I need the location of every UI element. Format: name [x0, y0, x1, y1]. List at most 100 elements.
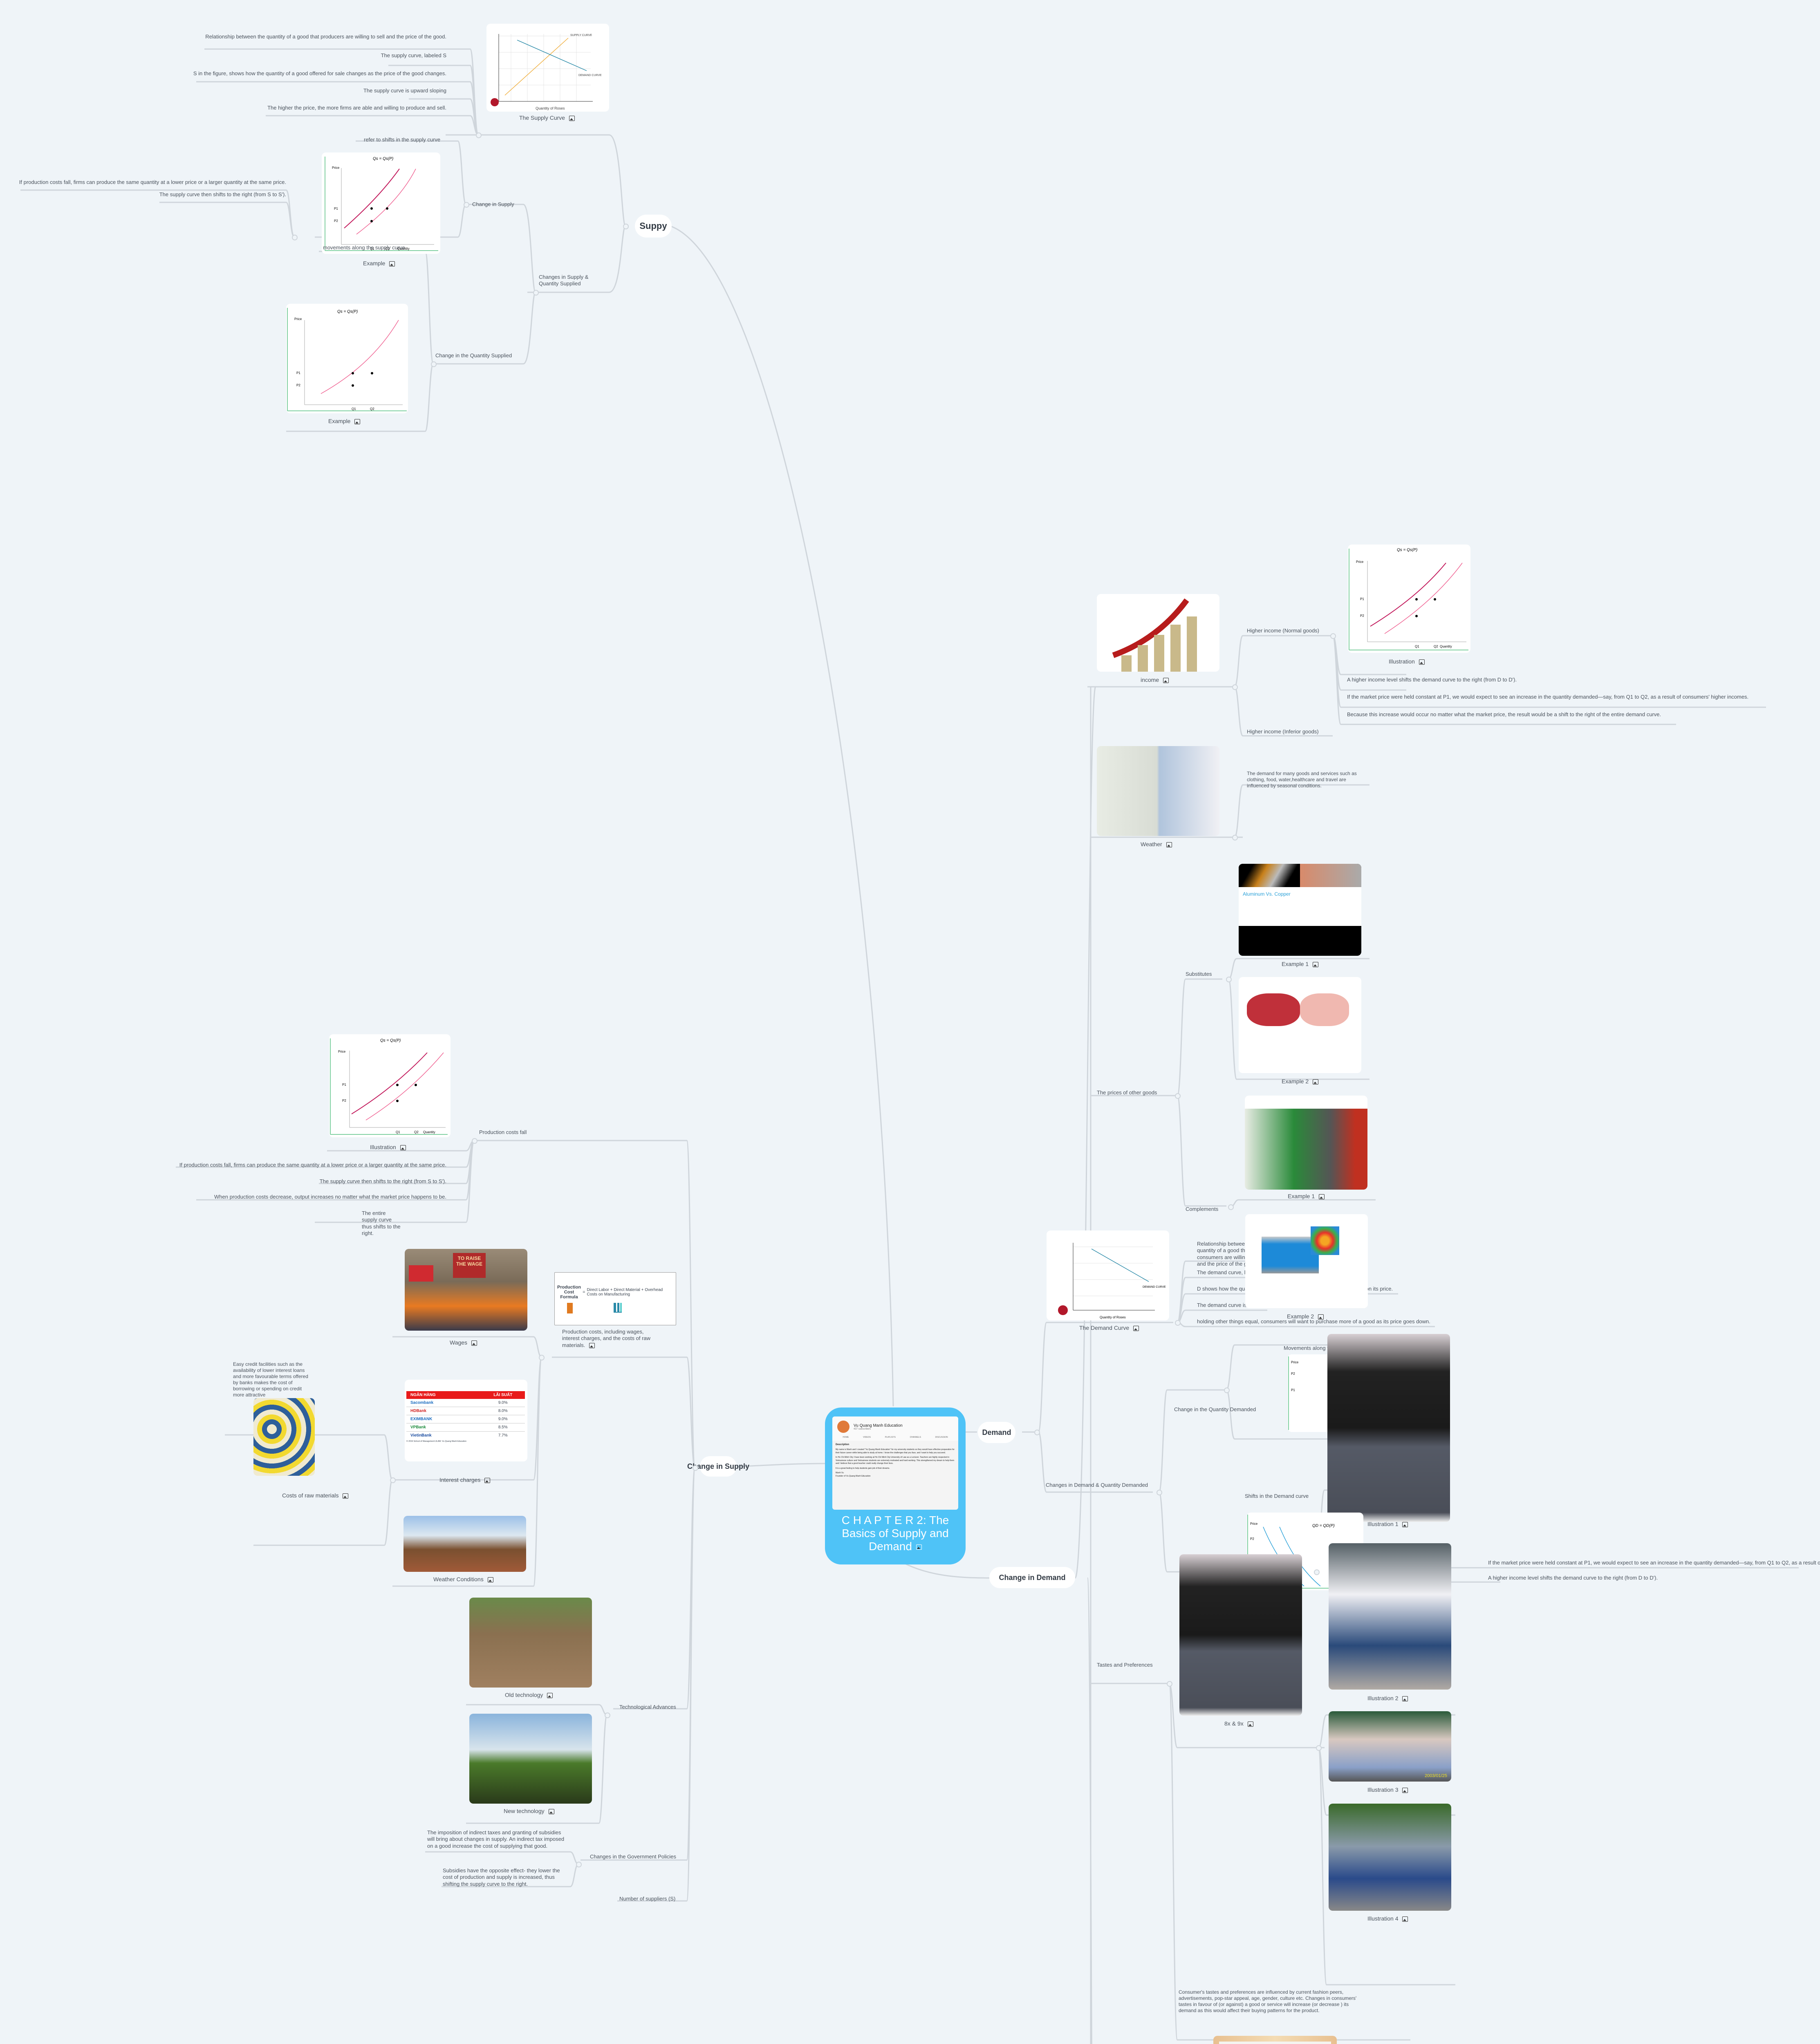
- topic-supply[interactable]: Suppy: [635, 215, 672, 238]
- junction-dot[interactable]: [472, 1138, 477, 1144]
- supply-note: S in the figure, shows how the quantity …: [193, 70, 446, 76]
- caption-sub-example1: Example 1: [1282, 961, 1319, 967]
- svg-text:P1: P1: [1360, 597, 1364, 601]
- image-icon: [1163, 677, 1169, 683]
- description-text: My name is Manh and I created "Vu Quang …: [836, 1448, 955, 1454]
- junction-dot[interactable]: [1157, 1490, 1162, 1495]
- label-tastes-preferences[interactable]: Tastes and Preferences: [1097, 1662, 1153, 1668]
- weather-conditions-photo[interactable]: [403, 1516, 526, 1572]
- junction-dot[interactable]: [390, 1477, 396, 1483]
- supply-curve-chart[interactable]: SUPPLY CURVE DEMAND CURVE Quantity of Ro…: [486, 24, 609, 112]
- wages-photo[interactable]: TO RAISE THE WAGE: [405, 1249, 527, 1331]
- junction-dot[interactable]: [533, 290, 539, 296]
- label-changes-in-demand-qd[interactable]: Changes in Demand & Quantity Demanded: [1046, 1482, 1148, 1488]
- junction-dot[interactable]: [292, 235, 298, 240]
- label-change-in-qs[interactable]: Change in the Quantity Supplied: [435, 352, 512, 359]
- junction-dot[interactable]: [1330, 633, 1336, 639]
- image-icon: [1402, 1522, 1408, 1527]
- image-icon: [589, 1342, 595, 1348]
- label-substitutes[interactable]: Substitutes: [1186, 971, 1212, 977]
- label-number-of-suppliers[interactable]: Number of suppliers (S): [619, 1896, 676, 1902]
- label-change-in-qd[interactable]: Change in the Quantity Demanded: [1174, 1406, 1256, 1412]
- label-technological-advances[interactable]: Technological Advances: [619, 1704, 676, 1710]
- label-government-policies[interactable]: Changes in the Government Policies: [590, 1853, 677, 1860]
- aluminum-vs-copper-text: Aluminum Vs. Copper: [1239, 887, 1361, 926]
- caption-example: Example: [363, 260, 395, 267]
- junction-dot[interactable]: [576, 1862, 582, 1867]
- junction-dot[interactable]: [605, 1712, 610, 1718]
- illustration4-photo[interactable]: [1329, 1804, 1451, 1911]
- image-icon: [547, 1692, 553, 1698]
- junction-dot[interactable]: [623, 224, 629, 229]
- new-technology-photo[interactable]: [469, 1714, 592, 1804]
- weather-photo[interactable]: [1097, 746, 1219, 836]
- junction-dot[interactable]: [1228, 1204, 1234, 1210]
- junction-dot[interactable]: [1316, 1745, 1322, 1751]
- label-shifts-demand[interactable]: Shifts in the Demand curve: [1245, 1493, 1309, 1499]
- image-icon: [1318, 1314, 1324, 1320]
- root-node[interactable]: Vu Quang Manh Education 437 subscribers …: [825, 1407, 966, 1564]
- expectations-image[interactable]: 4. Expectations of Future Price 50 25: [1213, 2036, 1337, 2044]
- caption-old-technology: Old technology: [505, 1692, 553, 1698]
- substitutes-example1-image[interactable]: Aluminum Vs. Copper: [1239, 864, 1361, 956]
- complements-example2-image[interactable]: [1245, 1214, 1368, 1308]
- junction-dot[interactable]: [464, 202, 469, 208]
- topic-demand[interactable]: Demand: [978, 1422, 1015, 1443]
- roses-chart: SUPPLY CURVE DEMAND CURVE Quantity of Ro…: [491, 34, 602, 110]
- production-fall-note: The supply curve then shifts to the righ…: [319, 1178, 446, 1184]
- topic-change-in-supply[interactable]: Change in Supply: [687, 1456, 749, 1477]
- illustration1-photo[interactable]: [1327, 1334, 1450, 1522]
- old-technology-photo[interactable]: [469, 1598, 592, 1688]
- junction-dot[interactable]: [1314, 1569, 1320, 1575]
- junction-dot[interactable]: [1226, 977, 1232, 982]
- channel-tab: PLAYLISTS: [885, 1436, 896, 1439]
- label-complements[interactable]: Complements: [1186, 1206, 1219, 1212]
- complements-example1-image[interactable]: [1245, 1096, 1367, 1190]
- credit-note: Easy credit facilities such as the avail…: [233, 1361, 308, 1398]
- junction-dot[interactable]: [431, 361, 437, 367]
- junction-dot[interactable]: [1167, 1681, 1172, 1687]
- income-image[interactable]: [1097, 594, 1219, 672]
- image-icon: [389, 261, 395, 267]
- svg-text:Price: Price: [1291, 1360, 1299, 1364]
- junction-dot[interactable]: [1175, 1093, 1181, 1099]
- junction-dot[interactable]: [1232, 835, 1238, 840]
- production-cost-formula[interactable]: Production Cost Formula = Direct Labor +…: [554, 1272, 676, 1325]
- svg-text:Q1: Q1: [396, 1130, 400, 1134]
- note-movements: movements along the supply curve: [323, 244, 405, 251]
- demand-curve-chart[interactable]: DEMAND CURVE Quantity of Roses: [1047, 1230, 1169, 1320]
- label-production-costs-fall[interactable]: Production costs fall: [479, 1129, 527, 1135]
- svg-text:P2: P2: [342, 1099, 346, 1103]
- svg-text:Q1: Q1: [352, 407, 356, 411]
- raw-materials-photo[interactable]: [253, 1398, 315, 1476]
- supply-note: The supply curve is upward sloping: [363, 87, 446, 94]
- junction-dot[interactable]: [1175, 1320, 1181, 1326]
- label-higher-income-inferior[interactable]: Higher income (Inferior goods): [1247, 728, 1319, 735]
- label-higher-income-normal[interactable]: Higher income (Normal goods): [1247, 628, 1320, 634]
- topic-change-in-demand[interactable]: Change in Demand: [989, 1567, 1075, 1588]
- svg-text:P2: P2: [296, 383, 300, 387]
- junction-dot[interactable]: [1232, 684, 1238, 690]
- junction-dot[interactable]: [476, 132, 482, 138]
- substitutes-example2-image[interactable]: [1239, 977, 1361, 1073]
- channel-screenshot: Vu Quang Manh Education 437 subscribers …: [832, 1416, 958, 1510]
- chicken: [1300, 993, 1349, 1026]
- label-prices-other-goods[interactable]: The prices of other goods: [1097, 1089, 1157, 1096]
- svg-text:Price: Price: [338, 1050, 346, 1053]
- image-icon: [916, 1544, 922, 1550]
- image-icon: [1402, 1696, 1408, 1701]
- junction-dot[interactable]: [539, 1355, 545, 1360]
- illustration2-photo[interactable]: [1329, 1543, 1451, 1690]
- tastes-main-photo[interactable]: [1179, 1554, 1302, 1716]
- junction-dot[interactable]: [1224, 1387, 1230, 1393]
- junction-dot[interactable]: [693, 1465, 698, 1471]
- label-change-in-supply[interactable]: Change in Supply: [472, 201, 514, 207]
- illustration3-photo[interactable]: 2003/01/25: [1329, 1711, 1451, 1782]
- junction-dot[interactable]: [1034, 1430, 1040, 1435]
- label-changes-supply-qs[interactable]: Changes in Supply & Quantity Supplied: [539, 274, 589, 287]
